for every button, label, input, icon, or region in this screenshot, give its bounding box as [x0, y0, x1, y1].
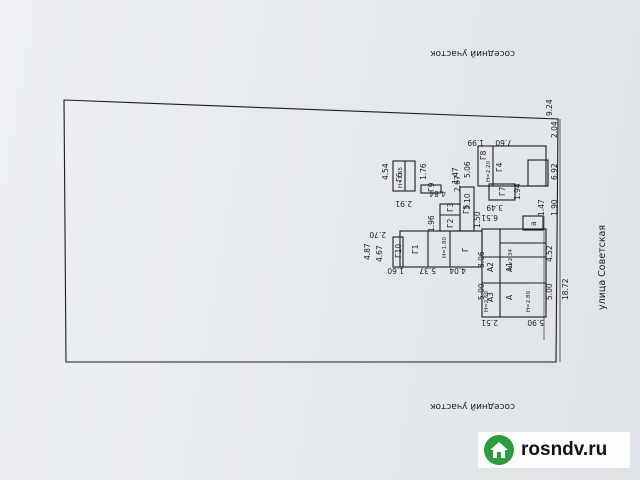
dim-1-50: 1.50: [473, 211, 482, 228]
dim-2-91: 2.91: [395, 199, 412, 208]
height-2-80: H=2.80: [526, 291, 532, 312]
room-g: Г: [461, 247, 470, 252]
outbuilding-g6: [392, 160, 416, 192]
dim-2-51: 2.51: [481, 318, 498, 327]
watermark-text: rosndv.ru: [521, 439, 608, 460]
dim-plot-width: 18.72: [561, 278, 570, 300]
dim-4-52: 4.52: [545, 245, 554, 262]
dim-4-54: 4.54: [381, 163, 390, 180]
height-2-34: H=2.34: [508, 249, 514, 270]
dim-3-06: 3.06: [477, 251, 486, 268]
dim-5-37: 5.37: [419, 266, 436, 275]
dim-1-60: 1.60: [387, 266, 404, 275]
house-logo-icon: [484, 435, 514, 465]
height-1-65: H=1.65: [398, 167, 404, 188]
dim-5-90: 5.90: [527, 318, 544, 327]
outbuilding-g4: [477, 145, 547, 187]
dim-4-84: 4.84: [429, 189, 446, 198]
dim-6-51: 6.51: [481, 213, 498, 222]
dim-6-92: 6.92: [550, 163, 559, 180]
room-g6: Г6: [395, 172, 404, 182]
dim-3-10: 3.10: [463, 193, 472, 210]
watermark: rosndv.ru: [478, 432, 630, 468]
dim-1-90: 1.90: [550, 199, 559, 216]
dim-1-94: 1.94: [513, 183, 522, 200]
room-g7: Г7: [498, 186, 507, 196]
dim-7-60: 7.60: [495, 138, 512, 147]
dim-2-67: 2.67: [453, 175, 462, 192]
room-a: А: [505, 294, 514, 300]
room-g9: Г9: [427, 182, 436, 192]
dim-2-70: 2.70: [369, 230, 386, 239]
room-g10: Г10: [394, 244, 403, 258]
room-a1: А1: [505, 262, 514, 272]
room-g5: Г5: [462, 204, 471, 214]
room-g2: Г2: [446, 218, 455, 228]
plot-boundary: [63, 99, 559, 363]
room-a3: А3: [486, 292, 495, 302]
room-g4: Г4: [495, 162, 504, 172]
height-2-20: H=2.20: [486, 161, 492, 182]
dim-4-87: 4.87: [363, 243, 372, 260]
room-a2: А2: [486, 262, 495, 272]
room-g1: Г1: [411, 244, 420, 254]
street-label: улица Советская: [597, 225, 608, 310]
neighbor-bottom-label: соседний участок: [430, 401, 515, 411]
room-a4: а: [529, 221, 538, 226]
dim-5-00b: 5.00: [545, 283, 554, 300]
dim-1-99: 1.99: [467, 138, 484, 147]
house-main: [481, 228, 547, 318]
room-g3: Г3: [446, 202, 455, 212]
dim-5-06: 5.06: [463, 161, 472, 178]
height-1-80: H=1.80: [442, 237, 448, 258]
dim-1-47a: 1.47: [451, 167, 460, 184]
dim-5-00a: 5.00: [477, 283, 486, 300]
height-2-60: H=2.60: [484, 291, 490, 312]
neighbor-top-label: соседний участок: [430, 48, 515, 58]
dim-2-04: 2.04: [550, 121, 559, 138]
dim-4-04: 4.04: [449, 266, 466, 275]
dim-4-67: 4.67: [375, 245, 384, 262]
dim-1-76: 1.76: [419, 163, 428, 180]
dim-1-47b: 1.47: [537, 199, 546, 216]
room-g8: Г8: [479, 150, 488, 160]
dim-1-96: 1.96: [427, 215, 436, 232]
dim-plot-right: 9.24: [545, 99, 554, 116]
dim-3-49: 3.49: [486, 203, 503, 212]
